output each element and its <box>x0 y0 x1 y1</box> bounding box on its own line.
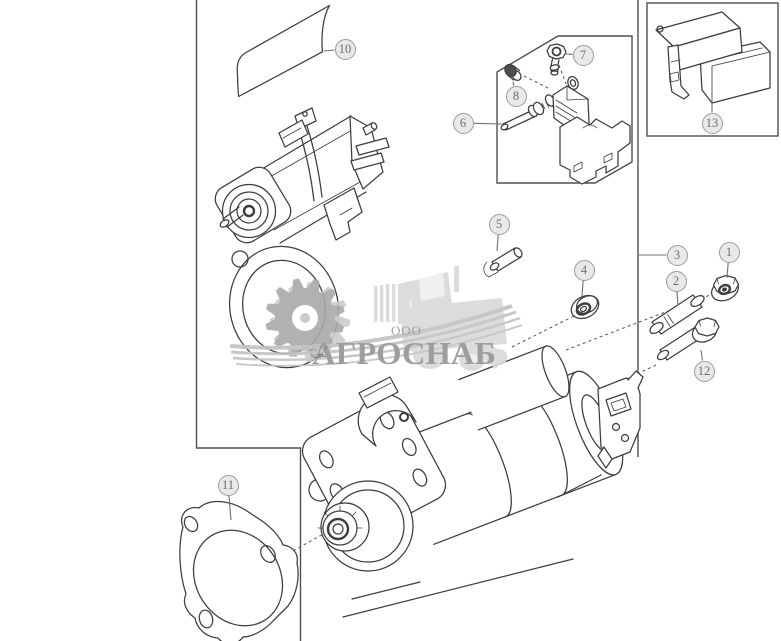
detail-panel-border <box>496 35 633 184</box>
flange-bolt-part-12 <box>656 317 720 361</box>
decal-part <box>236 4 331 98</box>
starter-motor-part <box>301 345 644 618</box>
panel-assembly-axis-dashes <box>523 64 567 90</box>
solenoid-plunger-assembly-part <box>500 76 631 185</box>
leader-line-12 <box>700 349 704 361</box>
flange-nut-part-1 <box>710 274 740 302</box>
leader-line-11 <box>228 495 232 521</box>
bushing-part-4 <box>570 294 600 320</box>
leader-line-4 <box>581 280 584 297</box>
bolt-part-7 <box>546 43 567 76</box>
cover-part-13 <box>655 11 771 104</box>
pin-part-5 <box>483 247 523 278</box>
gasket-part-11 <box>179 501 299 641</box>
leader-line-10 <box>323 49 335 52</box>
leader-line-8 <box>512 81 515 86</box>
spacer-part-2 <box>649 294 705 335</box>
cover-panel-border <box>646 2 779 137</box>
swoosh-lines <box>229 304 523 367</box>
watermark-company-name: АГРОСНАБ <box>312 335 496 371</box>
watermark: ООО АГРОСНАБ <box>229 266 523 371</box>
solenoid-motor-part <box>214 107 390 244</box>
leader-line-5 <box>496 234 499 252</box>
leader-line-2 <box>676 291 679 306</box>
leader-line-6 <box>473 122 503 125</box>
plug-part-8 <box>504 63 522 81</box>
watermark-prefix: ООО <box>391 323 425 338</box>
leader-lines <box>228 49 729 521</box>
main-frame-border <box>195 0 302 641</box>
leader-line-1 <box>726 262 729 279</box>
